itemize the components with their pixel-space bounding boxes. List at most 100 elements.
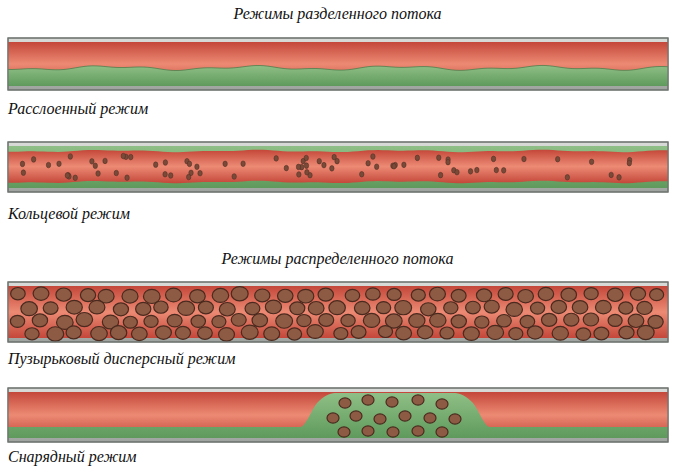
regime-label: Расслоенный режим — [8, 100, 148, 118]
bubble — [411, 289, 425, 301]
droplet — [555, 156, 559, 162]
bubble — [351, 326, 366, 339]
pipe-wall — [8, 38, 668, 90]
gas-phase — [8, 392, 668, 438]
bubble — [80, 289, 95, 302]
bubble — [345, 289, 359, 301]
liquid-phase — [8, 65, 668, 86]
bubble — [449, 414, 461, 424]
bubble — [212, 288, 228, 302]
bubble — [628, 314, 644, 327]
bubble — [341, 314, 355, 326]
bubble — [245, 302, 260, 315]
droplet — [317, 158, 321, 164]
droplet — [284, 165, 288, 171]
droplet — [455, 169, 459, 175]
bubble — [541, 313, 556, 326]
droplet — [154, 162, 158, 168]
bubble — [498, 288, 513, 301]
droplet — [402, 162, 406, 168]
slug-pipe — [8, 388, 668, 442]
bubble — [366, 288, 381, 300]
pipe-outline — [8, 142, 668, 192]
bubble — [190, 290, 206, 303]
bubble — [594, 327, 609, 340]
bubble — [131, 327, 147, 340]
droplet — [617, 175, 621, 181]
bubble — [198, 301, 213, 314]
gas-core — [8, 150, 668, 184]
bubble — [319, 314, 334, 327]
bubble — [396, 326, 412, 339]
bubble — [506, 302, 522, 316]
bubble — [476, 289, 491, 302]
droplet — [169, 173, 173, 179]
droplet — [438, 172, 442, 178]
bubble — [576, 328, 591, 340]
bubble — [409, 314, 425, 328]
bubble — [241, 325, 258, 339]
bubble — [378, 326, 392, 338]
bubble — [122, 289, 138, 303]
droplet — [232, 174, 236, 180]
bubble — [436, 399, 448, 409]
bubble — [530, 302, 544, 314]
droplet — [609, 172, 613, 178]
droplet — [491, 156, 495, 162]
bubble — [110, 326, 126, 340]
bubble — [561, 288, 577, 301]
droplet — [96, 171, 100, 177]
bubble — [212, 316, 226, 328]
bubble — [484, 300, 499, 313]
droplet — [494, 167, 498, 173]
annular-pipe — [8, 142, 668, 192]
bubble — [619, 302, 633, 314]
bubble — [156, 326, 172, 340]
bubble — [297, 315, 311, 327]
pipe-wall — [8, 142, 668, 192]
stratified-pipe — [8, 38, 668, 90]
bubble — [89, 300, 105, 314]
bubble — [265, 300, 281, 314]
bubble — [564, 313, 579, 326]
bubble — [219, 328, 235, 341]
bubble — [412, 395, 424, 405]
droplet — [274, 156, 278, 162]
bubble — [538, 287, 553, 300]
droplet — [68, 154, 72, 160]
bubble — [362, 426, 374, 436]
bubble — [154, 301, 168, 313]
bubble — [429, 287, 445, 301]
bubble — [308, 301, 324, 314]
bubble — [387, 427, 399, 437]
bubble — [252, 314, 267, 327]
liquid-slug — [8, 393, 668, 438]
droplet — [198, 170, 202, 176]
bubble — [395, 301, 412, 315]
bubble — [436, 427, 448, 437]
bubble — [607, 288, 623, 301]
section-heading: Режимы распределенного потока — [0, 250, 675, 268]
bubble — [287, 328, 301, 340]
bubble — [374, 414, 386, 424]
bubbly-pipe — [8, 282, 668, 342]
gas-phase — [8, 42, 668, 86]
droplet — [415, 155, 419, 161]
bubble — [619, 326, 634, 339]
bubble — [386, 397, 398, 407]
bubble — [363, 313, 379, 327]
pipe-wall — [8, 282, 668, 342]
droplet — [31, 157, 35, 163]
bubble — [47, 327, 64, 341]
droplet — [332, 154, 336, 160]
droplet — [241, 161, 245, 167]
bubble — [175, 326, 190, 339]
droplet — [163, 160, 167, 166]
bubble — [362, 395, 374, 405]
bubble — [376, 302, 390, 314]
bubble — [424, 413, 436, 423]
droplet — [360, 171, 364, 177]
bubble — [552, 326, 568, 340]
droplet — [73, 175, 77, 181]
